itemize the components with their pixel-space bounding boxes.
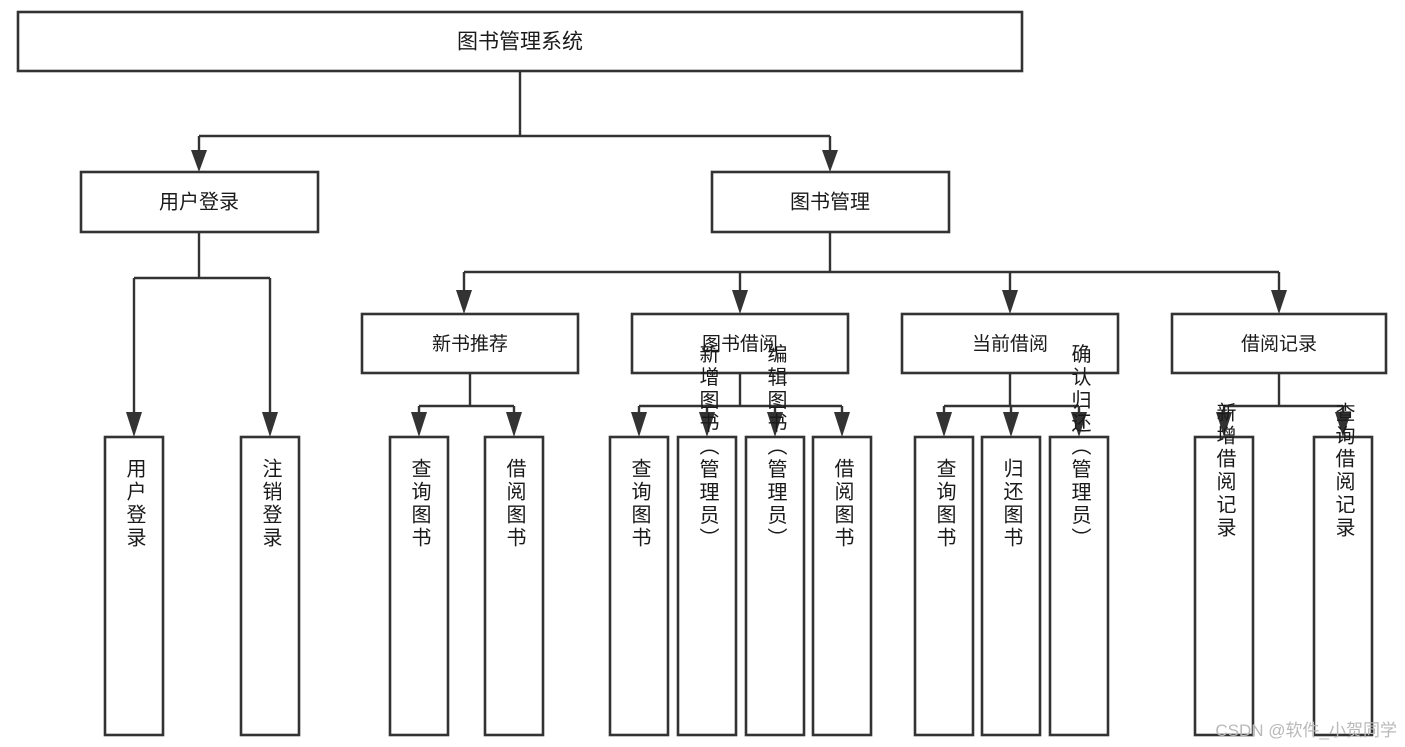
node-leaf-add-record-label: 新增借阅记录: [1213, 402, 1236, 540]
node-leaf-user-login-label: 用户登录: [123, 458, 146, 550]
node-leaf-borrow-book-1[interactable]: 借阅图书: [483, 435, 545, 737]
node-leaf-query-book-2-box[interactable]: [608, 435, 670, 737]
node-book-borrow-box[interactable]: [630, 312, 850, 375]
node-leaf-user-logout-box[interactable]: [239, 435, 301, 737]
node-leaf-confirm-return-label: 确认归还（管理员）: [1068, 343, 1091, 550]
node-book-borrow[interactable]: 图书借阅: [630, 312, 850, 375]
arrow-head-leaf-edit-book: [767, 412, 783, 437]
node-leaf-borrow-book-1-box[interactable]: [483, 435, 545, 737]
node-leaf-query-book-3-box[interactable]: [913, 435, 975, 737]
connector-group: [126, 71, 1351, 437]
arrow-head-leaf-query-record: [1335, 412, 1351, 437]
arrow-head-borrow-record: [1271, 290, 1287, 314]
arrow-head-leaf-user-login: [126, 412, 142, 437]
node-borrow-record[interactable]: 借阅记录: [1170, 312, 1388, 375]
node-leaf-user-logout-label: 注销登录: [259, 458, 282, 550]
node-leaf-query-book-1[interactable]: 查询图书: [388, 435, 450, 737]
node-leaf-edit-book-label: 编辑图书（管理员）: [764, 343, 787, 550]
node-leaf-add-book-label: 新增图书（管理员）: [696, 343, 719, 550]
arrow-head-leaf-borrow-book-1: [506, 412, 522, 437]
arrow-head-user-login: [191, 150, 207, 172]
node-book-manage-label: 图书管理: [790, 190, 870, 213]
node-leaf-query-book-2[interactable]: 查询图书: [608, 435, 670, 737]
arrow-head-leaf-add-book: [699, 412, 715, 437]
node-book-manage-box[interactable]: [710, 170, 951, 234]
node-leaf-borrow-book-1-label: 借阅图书: [503, 458, 526, 550]
node-root-box[interactable]: [16, 10, 1024, 73]
node-current-borrow-label: 当前借阅: [972, 333, 1048, 355]
node-book-manage[interactable]: 图书管理: [710, 170, 951, 234]
node-borrow-record-box[interactable]: [1170, 312, 1388, 375]
node-user-login-box[interactable]: [79, 170, 320, 234]
node-leaf-borrow-book-2-label: 借阅图书: [831, 458, 854, 550]
arrow-head-leaf-return-book: [1003, 412, 1019, 437]
node-leaf-add-book[interactable]: 新增图书（管理员）: [676, 343, 738, 737]
arrow-head-leaf-query-book-3: [936, 412, 952, 437]
node-leaf-borrow-book-2[interactable]: 借阅图书: [811, 435, 873, 737]
node-user-login[interactable]: 用户登录: [79, 170, 320, 234]
node-leaf-user-login[interactable]: 用户登录: [103, 435, 165, 737]
node-leaf-confirm-return[interactable]: 确认归还（管理员）: [1048, 343, 1110, 737]
node-root[interactable]: 图书管理系统: [16, 10, 1024, 73]
node-leaf-user-login-box[interactable]: [103, 435, 165, 737]
node-leaf-query-book-2-label: 查询图书: [628, 458, 651, 550]
node-leaf-query-book-1-box[interactable]: [388, 435, 450, 737]
node-leaf-add-record[interactable]: 新增借阅记录: [1193, 402, 1255, 737]
node-leaf-query-record-box[interactable]: [1312, 435, 1374, 737]
node-leaf-query-book-3-label: 查询图书: [933, 458, 956, 550]
arrow-head-leaf-user-logout: [262, 412, 278, 437]
node-leaf-add-record-box[interactable]: [1193, 435, 1255, 737]
node-leaf-edit-book[interactable]: 编辑图书（管理员）: [744, 343, 806, 737]
arrow-head-leaf-borrow-book-2: [834, 412, 850, 437]
arrow-head-book-manage: [822, 150, 838, 172]
node-new-book-recommend-label: 新书推荐: [432, 333, 508, 355]
node-leaf-query-book-3[interactable]: 查询图书: [913, 435, 975, 737]
node-borrow-record-label: 借阅记录: [1241, 333, 1317, 355]
node-leaf-user-logout[interactable]: 注销登录: [239, 435, 301, 737]
node-leaf-confirm-return-box[interactable]: [1048, 435, 1110, 737]
node-user-login-label: 用户登录: [159, 190, 239, 213]
node-leaf-return-book-label: 归还图书: [1000, 458, 1023, 550]
node-current-borrow[interactable]: 当前借阅: [900, 312, 1120, 375]
node-leaf-return-book[interactable]: 归还图书: [980, 435, 1042, 737]
node-new-book-recommend[interactable]: 新书推荐: [360, 312, 580, 375]
node-leaf-borrow-book-2-box[interactable]: [811, 435, 873, 737]
node-leaf-add-book-box[interactable]: [676, 435, 738, 737]
node-leaf-query-book-1-label: 查询图书: [408, 458, 431, 550]
node-leaf-edit-book-box[interactable]: [744, 435, 806, 737]
arrow-head-current-borrow: [1002, 290, 1018, 314]
node-leaf-query-record-label: 查询借阅记录: [1332, 402, 1355, 540]
arrow-head-leaf-query-book-2: [631, 412, 647, 437]
arrow-head-leaf-query-book-1: [411, 412, 427, 437]
csdn-watermark: CSDN @软件_小贺同学: [1215, 721, 1397, 740]
node-new-book-recommend-box[interactable]: [360, 312, 580, 375]
arrow-head-leaf-confirm-return: [1071, 412, 1087, 437]
node-root-label: 图书管理系统: [457, 31, 583, 54]
arrow-head-new-book-recommend: [456, 290, 472, 314]
arrow-head-leaf-add-record: [1216, 412, 1232, 437]
node-leaf-return-book-box[interactable]: [980, 435, 1042, 737]
node-current-borrow-box[interactable]: [900, 312, 1120, 375]
node-book-borrow-label: 图书借阅: [702, 333, 778, 355]
arrow-head-book-borrow: [732, 290, 748, 314]
node-leaf-query-record[interactable]: 查询借阅记录: [1312, 402, 1374, 737]
